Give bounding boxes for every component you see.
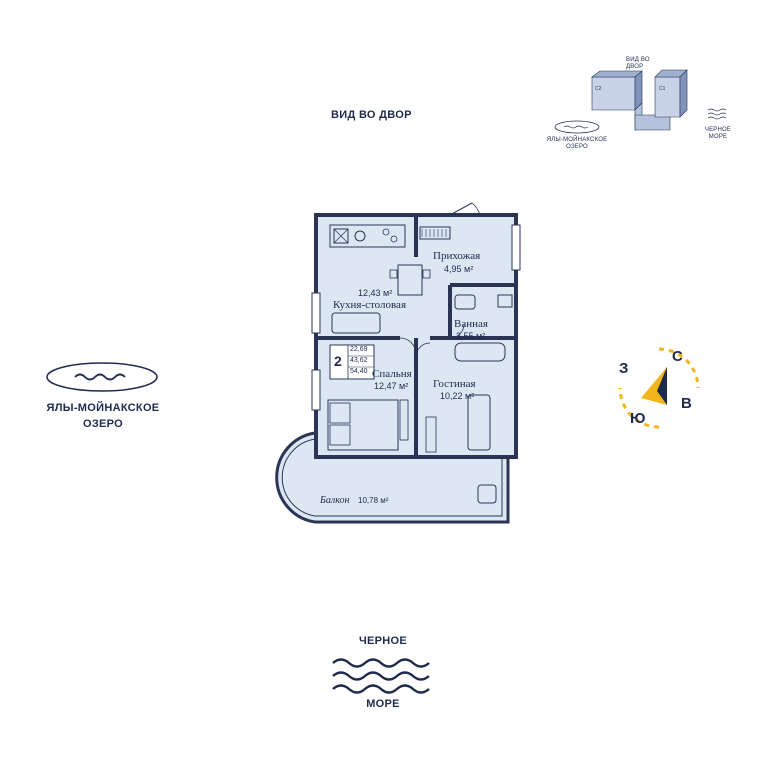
lake-label: ЯЛЫ-МОЙНАКСКОЕ ОЗЕРО [46, 402, 160, 430]
living-name: Гостиная [433, 378, 476, 390]
bathroom-area: 3,55 м² [456, 331, 486, 341]
building-c1-label: С1 [659, 86, 666, 92]
balcony-name: Балкон [320, 495, 350, 506]
compass-rose: С В Ю З [614, 343, 704, 433]
living-area: 10,22 м² [440, 391, 475, 401]
total-area: 43,62 [350, 357, 368, 364]
rooms-count: 2 [334, 353, 343, 369]
floor-plan: Прихожая 4,95 м² 12,43 м² Кухня-столовая… [250, 195, 525, 535]
courtyard-view-label: ВИД ВО ДВОР [331, 109, 412, 121]
kitchen-name: Кухня-столовая [333, 299, 406, 311]
hallway-area: 4,95 м² [444, 264, 474, 274]
compass-north: С [672, 348, 684, 365]
sea-label-bottom: МОРЕ [366, 698, 400, 710]
hallway-name: Прихожая [433, 250, 481, 262]
balcony-area: 10,78 м² [358, 496, 389, 505]
sea-waves-icon [328, 655, 438, 697]
building-c2-label: С2 [595, 86, 602, 92]
bedroom-area: 12,47 м² [374, 381, 409, 391]
compass-west: З [619, 360, 629, 377]
compass-east: В [681, 395, 693, 412]
sea-label-top: ЧЕРНОЕ [358, 635, 408, 647]
kitchen-area: 12,43 м² [358, 288, 393, 298]
total-area-with-balcony: 54,40 [350, 368, 368, 375]
compass-south: Ю [630, 410, 646, 427]
bathroom-name: Ванная [454, 318, 488, 330]
bedroom-name: Спальня [372, 368, 412, 380]
lake-icon [45, 360, 160, 395]
living-area-total: 22,69 [350, 346, 368, 353]
